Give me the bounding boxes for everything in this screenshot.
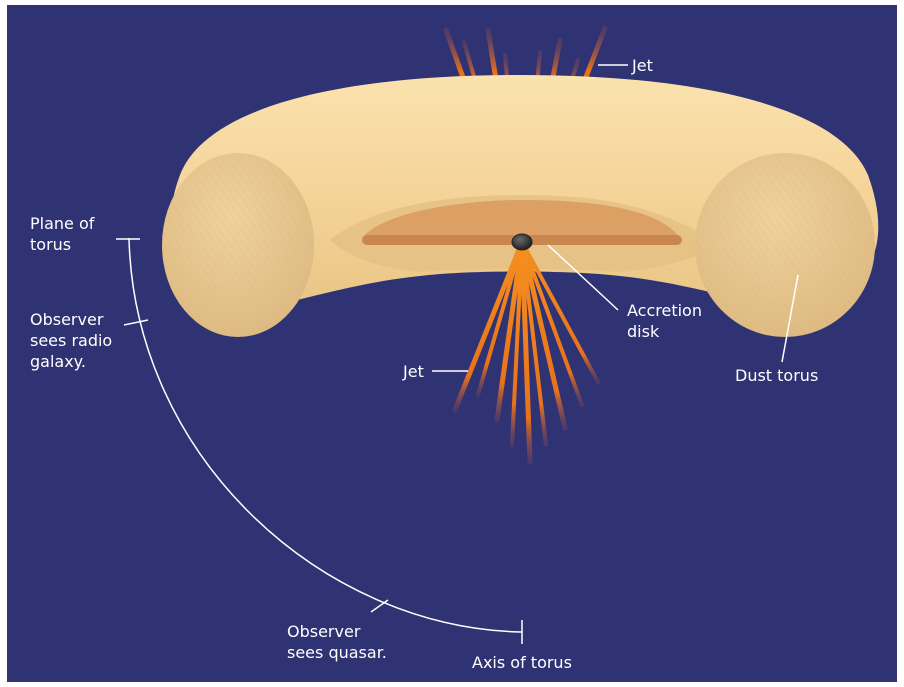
quasar-label-line1: Observer [287, 621, 387, 642]
accretion-label-line2: disk [627, 321, 702, 342]
accretion-disk-label: Accretion disk [627, 300, 702, 342]
black-hole-icon [512, 234, 532, 250]
observer-quasar-label: Observer sees quasar. [287, 621, 387, 663]
radio-label-line2: sees radio [30, 330, 112, 351]
jet-top-label: Jet [632, 55, 653, 76]
observer-radio-label: Observer sees radio galaxy. [30, 309, 112, 372]
quasar-label-line2: sees quasar. [287, 642, 387, 663]
radio-label-line1: Observer [30, 309, 112, 330]
accretion-label-line1: Accretion [627, 300, 702, 321]
radio-label-line3: galaxy. [30, 351, 112, 372]
plane-label-line1: Plane of [30, 213, 94, 234]
axis-of-torus-label: Axis of torus [472, 652, 572, 673]
dust-torus-label: Dust torus [735, 365, 818, 386]
plane-label-line2: torus [30, 234, 94, 255]
jet-bottom-label: Jet [403, 361, 424, 382]
plane-of-torus-label: Plane of torus [30, 213, 94, 255]
